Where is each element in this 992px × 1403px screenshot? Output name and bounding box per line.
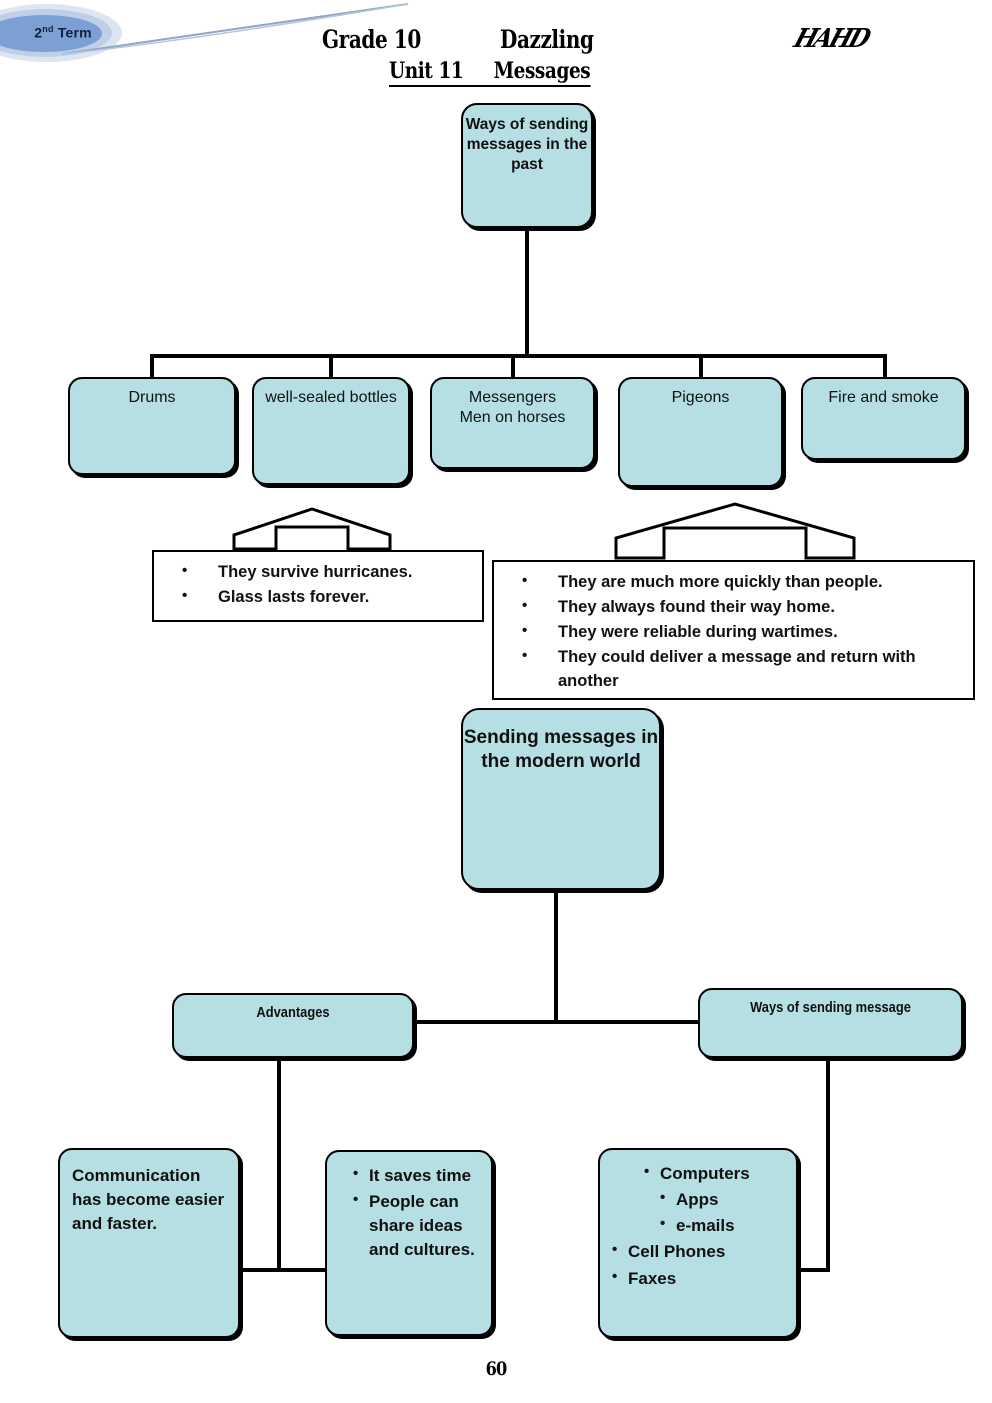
bottles-notes-list: They survive hurricanes. Glass lasts for…: [154, 552, 482, 610]
node-label: Advantages: [256, 1004, 330, 1021]
node-sending-messages-modern-world: Sending messages in the modern world: [461, 708, 661, 890]
connector-drop-fire: [883, 354, 887, 379]
connector-drop-pigeons: [699, 354, 703, 379]
connector-drop-messengers: [511, 354, 515, 379]
list-item: Glass lasts forever.: [182, 585, 474, 610]
list-item: Faxes: [612, 1265, 790, 1291]
header-swoosh-decoration: [61, 3, 409, 55]
connector-advantages-bus: [228, 1268, 376, 1272]
node-label: Pigeons: [671, 389, 730, 406]
connector-level2-bus: [150, 354, 886, 358]
connector-drop-drums: [150, 354, 154, 379]
publisher-logo: HAHD: [790, 24, 872, 54]
node-advantage-bullets: It saves time People can share ideas and…: [325, 1150, 493, 1336]
connector-modern-stem: [554, 888, 558, 1022]
node-text: Communication has become easier and fast…: [72, 1166, 225, 1234]
arrow-up-to-bottles: [232, 507, 392, 551]
node-messengers-men-on-horses: Messengers Men on horses: [430, 377, 595, 469]
unit-heading: Unit 11 Messages: [389, 58, 591, 87]
node-modern-ways-list: Computers Apps e-mails Cell Phones Faxes: [598, 1148, 798, 1338]
panel-bottles-notes: They survive hurricanes. Glass lasts for…: [152, 550, 484, 622]
connector-modern-bus: [410, 1020, 702, 1024]
node-ways-of-sending-message: Ways of sending message: [698, 988, 963, 1058]
term-badge-word: Term: [53, 24, 92, 41]
node-label: Sending messages in the modern world: [463, 727, 659, 773]
arrow-up-to-pigeons: [614, 502, 856, 560]
list-item: Cell Phones: [612, 1239, 790, 1264]
node-communication-easier-faster: Communication has become easier and fast…: [58, 1148, 240, 1338]
unit-number: Unit 11: [389, 58, 464, 84]
node-well-sealed-bottles: well-sealed bottles: [252, 377, 410, 485]
connector-root-stem: [525, 226, 529, 358]
node-label: Fire and smoke: [828, 389, 939, 406]
pigeons-notes-list: They are much more quickly than people. …: [494, 562, 973, 694]
list-item: They always found their way home.: [522, 595, 965, 620]
list-item: They are much more quickly than people.: [522, 570, 965, 595]
node-label: Messengers Men on horses: [459, 389, 566, 427]
term-badge-ordinal: nd: [42, 24, 54, 34]
node-label: Ways of sending message: [750, 999, 911, 1016]
list-item: Apps: [660, 1187, 790, 1212]
node-label: well-sealed bottles: [265, 389, 397, 406]
page-number: 60: [485, 1358, 508, 1380]
connector-drop-bottles: [329, 354, 333, 379]
term-badge-label: 2nd Term: [18, 24, 108, 41]
node-label: Ways of sending messages in the past: [465, 116, 589, 173]
list-item: It saves time: [353, 1163, 485, 1188]
badge-ellipse-inner: [0, 15, 102, 52]
node-fire-and-smoke: Fire and smoke: [801, 377, 966, 460]
node-label: Drums: [128, 389, 176, 406]
list-item: Computers: [644, 1161, 790, 1186]
connector-advantages-stem: [277, 1056, 281, 1272]
panel-pigeons-notes: They are much more quickly than people. …: [492, 560, 975, 700]
list-item: They were reliable during wartimes.: [522, 620, 965, 645]
node-advantages: Advantages: [172, 993, 414, 1058]
advantage-bullets-list: It saves time People can share ideas and…: [327, 1163, 491, 1265]
node-pigeons: Pigeons: [618, 377, 783, 487]
modern-ways-list: Computers Apps e-mails Cell Phones Faxes: [600, 1161, 796, 1293]
connector-ways-bus: [778, 1268, 830, 1272]
list-item: e-mails: [660, 1213, 790, 1238]
term-badge-number: 2: [34, 24, 43, 41]
node-drums: Drums: [68, 377, 236, 475]
list-item: They survive hurricanes.: [182, 560, 474, 585]
grade-title: Grade 10: [322, 25, 421, 54]
list-item: People can share ideas and cultures.: [353, 1189, 485, 1262]
connector-ways-stem: [826, 1056, 830, 1272]
book-title: Dazzling: [500, 25, 594, 54]
node-ways-of-sending-messages-past: Ways of sending messages in the past: [461, 103, 593, 228]
list-item: They could deliver a message and return …: [522, 645, 965, 694]
term-badge: 2nd Term: [0, 2, 124, 64]
unit-topic: Messages: [493, 58, 591, 84]
